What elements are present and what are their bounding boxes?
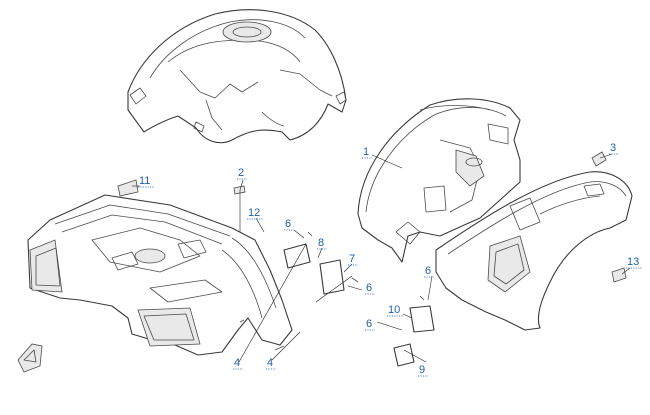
front-inner-panel <box>357 98 521 263</box>
callout-8: 8 <box>317 237 327 250</box>
callouts: 1 2 3 4 4 6 6 6 <box>138 142 642 377</box>
svg-text:7: 7 <box>349 253 355 265</box>
part-9-plate <box>393 343 415 367</box>
callout-12: 12 <box>247 207 263 220</box>
callout-13: 13 <box>626 256 642 269</box>
callout-3: 3 <box>609 142 619 155</box>
screw-2 <box>239 319 245 323</box>
callout-6c: 6 <box>424 265 434 278</box>
svg-text:6: 6 <box>285 218 291 230</box>
part-7-reflector <box>319 259 345 295</box>
leader-lines <box>132 153 631 363</box>
callout-4a: 4 <box>233 357 243 370</box>
callout-11: 11 <box>138 175 154 188</box>
callout-6a: 6 <box>284 218 294 231</box>
part-11-label-plate <box>117 179 139 197</box>
callout-4b: 4 <box>266 357 276 370</box>
svg-text:3: 3 <box>610 142 616 154</box>
rear-fender-assembly <box>27 194 293 356</box>
fuel-tank-cover <box>127 9 347 144</box>
callout-10: 10 <box>387 304 403 317</box>
svg-text:4: 4 <box>267 357 273 369</box>
svg-text:10: 10 <box>388 304 400 316</box>
svg-text:13: 13 <box>627 256 639 268</box>
part-10-plate <box>409 305 435 333</box>
callout-7: 7 <box>348 253 358 266</box>
callout-2: 2 <box>237 167 247 180</box>
part-2-clip <box>233 185 246 195</box>
small-parts <box>17 151 627 373</box>
screw-3 <box>307 231 313 237</box>
screw-5 <box>419 295 425 301</box>
svg-text:8: 8 <box>318 237 324 249</box>
callout-9: 9 <box>418 364 428 377</box>
svg-text:6: 6 <box>366 318 372 330</box>
screw-1 <box>274 345 285 351</box>
svg-text:6: 6 <box>366 282 372 294</box>
direction-arrow-icon <box>17 343 43 373</box>
svg-text:11: 11 <box>139 175 150 187</box>
svg-text:1: 1 <box>363 146 369 158</box>
svg-text:12: 12 <box>248 207 260 219</box>
part-3-clip <box>591 151 607 167</box>
callout-1: 1 <box>362 146 372 159</box>
part-8-reflector <box>283 243 311 269</box>
part-13-clip <box>611 267 627 283</box>
callout-6d: 6 <box>365 318 375 331</box>
svg-text:2: 2 <box>238 167 244 179</box>
callout-6b: 6 <box>365 282 375 295</box>
svg-text:4: 4 <box>234 357 240 369</box>
screw-4 <box>351 277 359 283</box>
svg-text:6: 6 <box>425 265 431 277</box>
svg-text:9: 9 <box>419 364 425 376</box>
right-side-fender <box>435 171 633 331</box>
